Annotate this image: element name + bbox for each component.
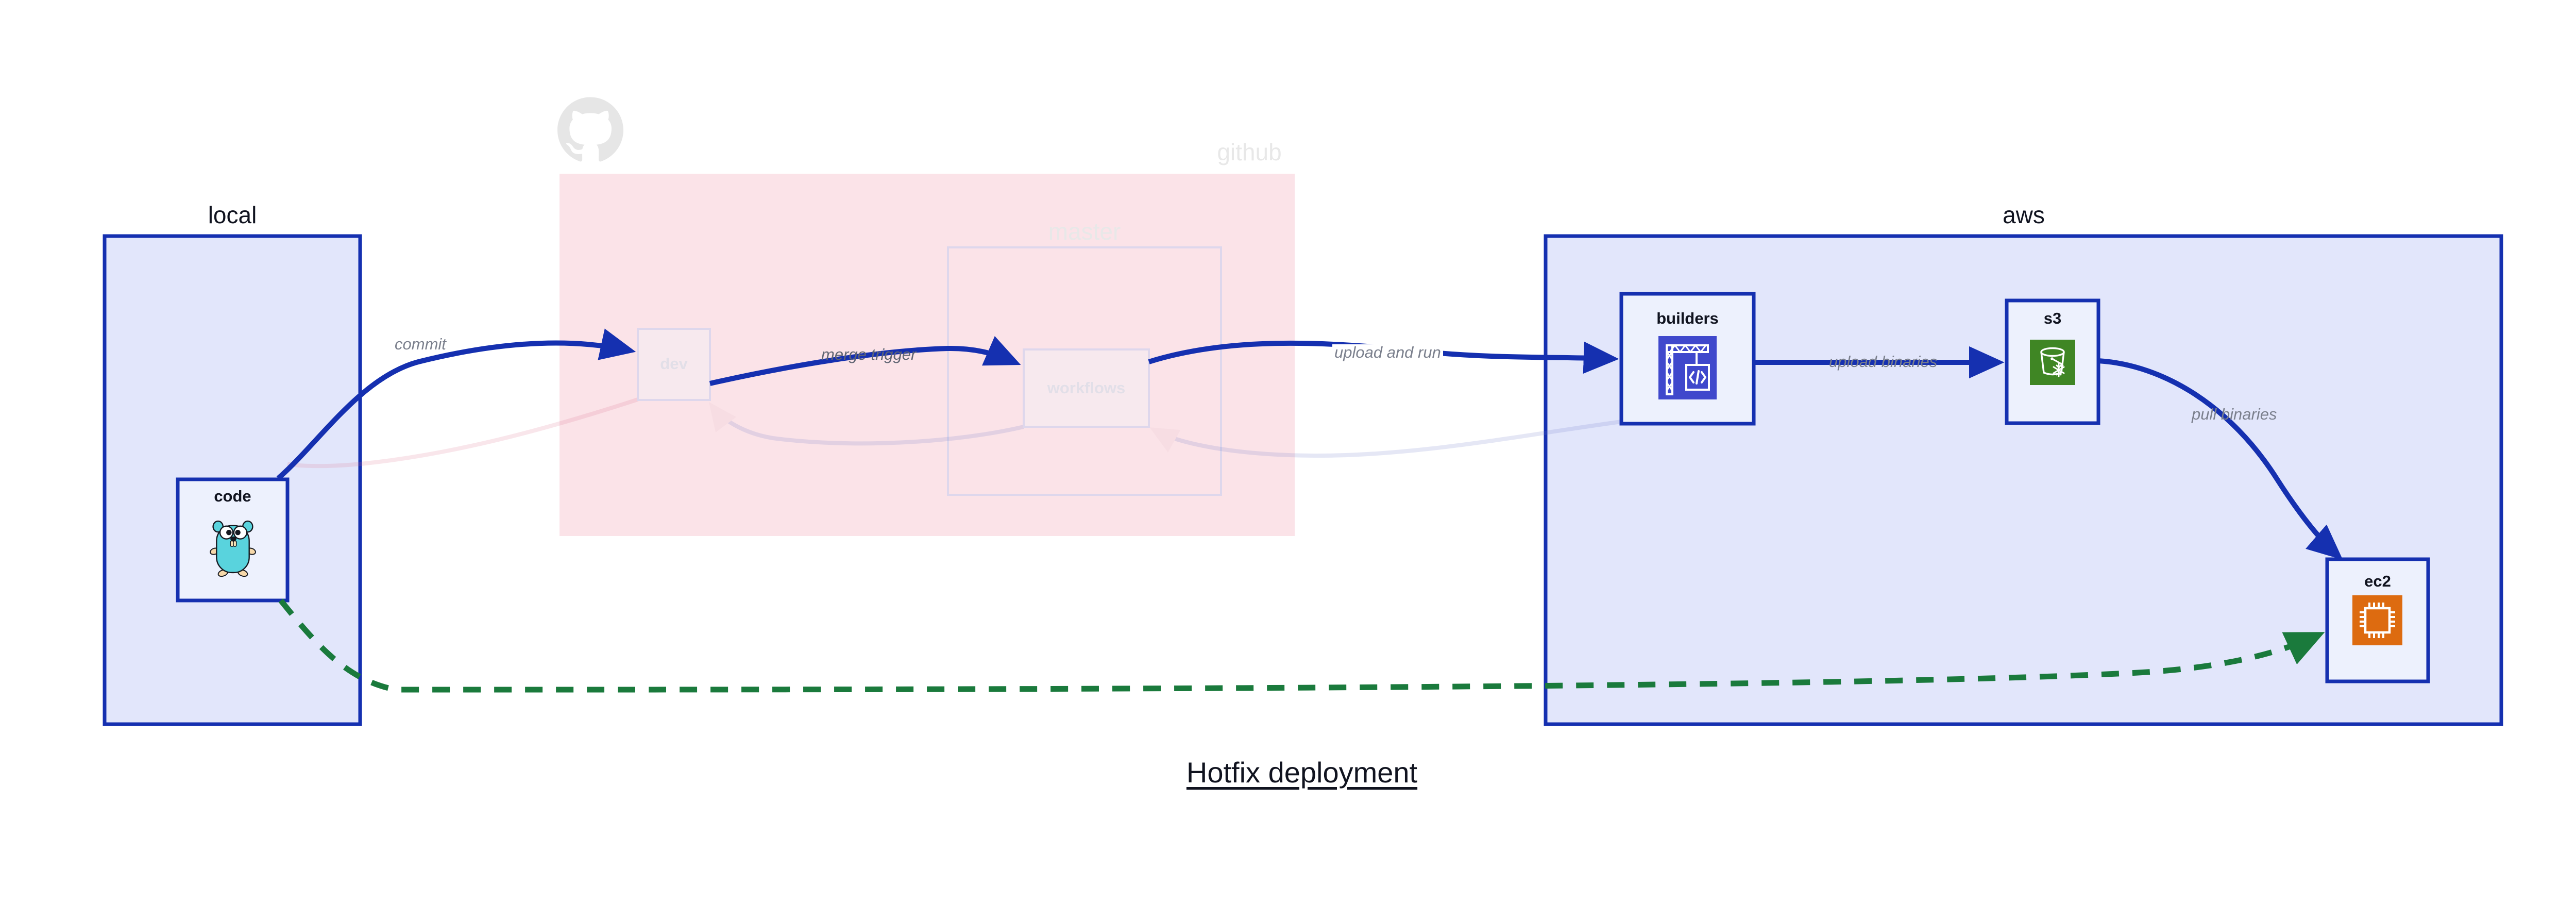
github-octocat-logo	[557, 95, 623, 165]
node-label-code: code	[214, 487, 251, 505]
edge-pull-binaries	[2098, 358, 2343, 560]
node-label-dev: dev	[660, 355, 688, 373]
node-label-workflows: workflows	[1047, 379, 1126, 397]
ec2-cpu-chip-icon	[2352, 595, 2402, 645]
node-label-s3: s3	[2043, 309, 2062, 327]
faded-edges-group	[287, 397, 1622, 469]
node-workflows-rect[interactable]	[1023, 348, 1150, 428]
builders-crane-code-icon	[1658, 336, 1717, 399]
s3-bucket-glacier-icon	[2030, 340, 2075, 385]
edge-faded-workflows-to-dev	[708, 402, 1024, 446]
edge-label-upload-binaries: upload binaries	[1829, 353, 1938, 371]
node-label-ec2: ec2	[2364, 572, 2391, 590]
edge-label-commit: commit	[393, 336, 448, 352]
edge-label-merge-trigger: merge trigger	[821, 345, 917, 363]
cluster-master-rect	[947, 246, 1222, 496]
edge-label-pull-binaries: pull binaries	[2192, 405, 2277, 423]
edge-merge-trigger	[709, 336, 1021, 386]
node-dev-rect[interactable]	[637, 328, 711, 401]
cluster-label-aws: aws	[2003, 202, 2045, 228]
diagram-title: Hotfix deployment	[1186, 756, 1418, 789]
edge-faded-dev-to-code	[287, 397, 639, 469]
cluster-label-github: github	[1217, 139, 1282, 165]
cluster-label-master: master	[1048, 218, 1121, 245]
node-label-builders: builders	[1656, 309, 1719, 327]
edge-faded-builders-to-workflows	[1149, 420, 1622, 458]
edge-label-upload-and-run: upload and run	[1332, 344, 1443, 360]
cluster-label-local: local	[208, 202, 257, 228]
go-gopher-icon	[208, 515, 258, 577]
edge-commit	[276, 328, 636, 480]
edge-hotfix-deploy-dashed	[278, 598, 2325, 693]
